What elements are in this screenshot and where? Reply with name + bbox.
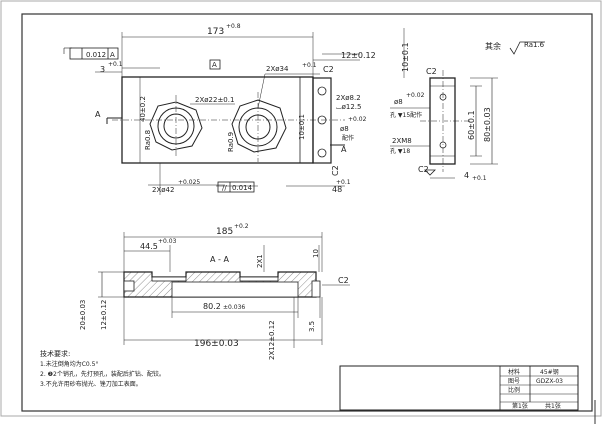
a-side-mark: A — [341, 145, 347, 154]
c2-top: C2 — [323, 65, 334, 74]
right-small-dim: 48 — [332, 185, 342, 194]
drawing-no-value: GDZX-03 — [536, 378, 563, 385]
top-view — [63, 32, 360, 195]
counterbore-tol: +0.1 — [302, 62, 317, 69]
section-slot: 80.2 — [203, 302, 221, 311]
counterbore-callout: 2Xø34 — [266, 65, 289, 73]
total-label: 共1张 — [545, 402, 561, 410]
side-pin-dim: ø8 — [394, 98, 403, 106]
left-step-tol: +0.1 — [108, 61, 123, 68]
material-label: 材料 — [508, 368, 520, 376]
ra-left: Ra0.8 — [144, 130, 152, 150]
notes-line-1: 1.未注倒角均为C0.5° — [40, 360, 98, 368]
side-dim-60: 60±0.1 — [467, 110, 476, 140]
rest-ra: Ra1.6 — [524, 41, 545, 49]
side-pin-note: 孔 ▼15配作 — [390, 111, 422, 119]
section-slot-tol: ±0.036 — [223, 304, 245, 311]
notes-line-3: 3.不允许用砂布抛光、锉刀加工表面。 — [40, 380, 142, 388]
ra-right: Ra0.9 — [227, 132, 235, 152]
section-10: 10 — [312, 249, 320, 258]
section-left-dim: 44.5 — [140, 242, 158, 251]
drawing-no-label: 图号 — [508, 378, 520, 385]
bottom-hole-dim: 2Xø42 — [152, 186, 174, 194]
section-bottom: 196±0.03 — [194, 339, 239, 349]
notes-title: 技术要求: — [40, 349, 70, 358]
flatness-datum: A — [110, 51, 115, 59]
right-small-tol: +0.1 — [336, 179, 351, 186]
right-end-block — [312, 77, 332, 164]
section-label: A - A — [210, 255, 229, 264]
notes-line-2: 2. ❷2个销孔，先打预孔，装配后扩钻、配铰。 — [40, 370, 165, 378]
title-block-frame — [339, 365, 579, 411]
section-h35: 3.5 — [308, 321, 316, 332]
top-overall-tol: +0.8 — [226, 23, 241, 30]
section-2x1: 2X1 — [256, 254, 264, 268]
left-section-mark: A — [95, 110, 101, 119]
datum-box-label: A — [212, 61, 217, 69]
inner-border — [21, 13, 593, 412]
hole-callout-1: 2Xø8.2 — [336, 94, 361, 102]
pin-note: 配作 — [342, 134, 354, 142]
outer-frame — [0, 0, 602, 417]
right-hole-top — [317, 86, 327, 96]
parallel-value: 0.014 — [232, 184, 253, 192]
c2-side: C2 — [331, 165, 340, 176]
rest-label: 其余 — [485, 41, 501, 51]
section-h12-center: 2X12±0.12 — [268, 320, 276, 360]
scale-label: 比例 — [508, 386, 520, 394]
side-thread: 2XM8 — [392, 137, 412, 145]
side-dim-80: 80±0.03 — [483, 107, 492, 142]
hole-callout-2: ⌴ø12.5 — [336, 103, 361, 111]
parallel-frame — [217, 181, 255, 193]
side-pin-tol: +0.02 — [406, 92, 425, 99]
side-bottom-tol: +0.1 — [472, 175, 487, 182]
side-c2-bot: C2 — [418, 165, 429, 174]
section-h20: 20±0.03 — [79, 300, 87, 330]
section-view — [98, 232, 350, 348]
bore-callout: 2Xø22±0.1 — [195, 96, 234, 104]
datum-box-a — [209, 59, 221, 70]
section-h12: 12±0.12 — [100, 300, 108, 330]
material-value: 45#钢 — [540, 368, 559, 376]
hole-tol-mark: +0.02 — [348, 116, 367, 123]
flatness-frame — [69, 47, 119, 60]
left-step-dim: 3 — [100, 65, 105, 74]
pin-callout: ø8 — [340, 125, 349, 133]
section-c2: C2 — [338, 276, 349, 285]
height-vert-dim: 40±0.2 — [139, 96, 147, 122]
title-block — [339, 365, 579, 411]
side-view — [390, 28, 545, 179]
parallel-symbol: // — [222, 184, 227, 192]
section-overall: 185 — [216, 227, 233, 237]
side-c2-top: C2 — [426, 67, 437, 76]
top-overall-dim: 173 — [207, 27, 224, 37]
side-bottom-dim: 4 — [464, 171, 469, 180]
side-top-dim: 10±0.1 — [401, 42, 410, 72]
bottom-hole-tol: +0.025 — [178, 179, 200, 186]
vert-dim-center: 10±0.1 — [298, 114, 306, 140]
right-slot-width: 12±0.12 — [341, 51, 376, 60]
flatness-value: 0.012 — [86, 51, 106, 59]
side-thread-note: 孔 ▼18 — [390, 147, 410, 155]
sheet-label: 第1张 — [512, 402, 528, 410]
section-left-tol: +0.03 — [158, 238, 177, 245]
right-hole-bot — [317, 148, 327, 158]
section-overall-tol: +0.2 — [234, 223, 249, 230]
